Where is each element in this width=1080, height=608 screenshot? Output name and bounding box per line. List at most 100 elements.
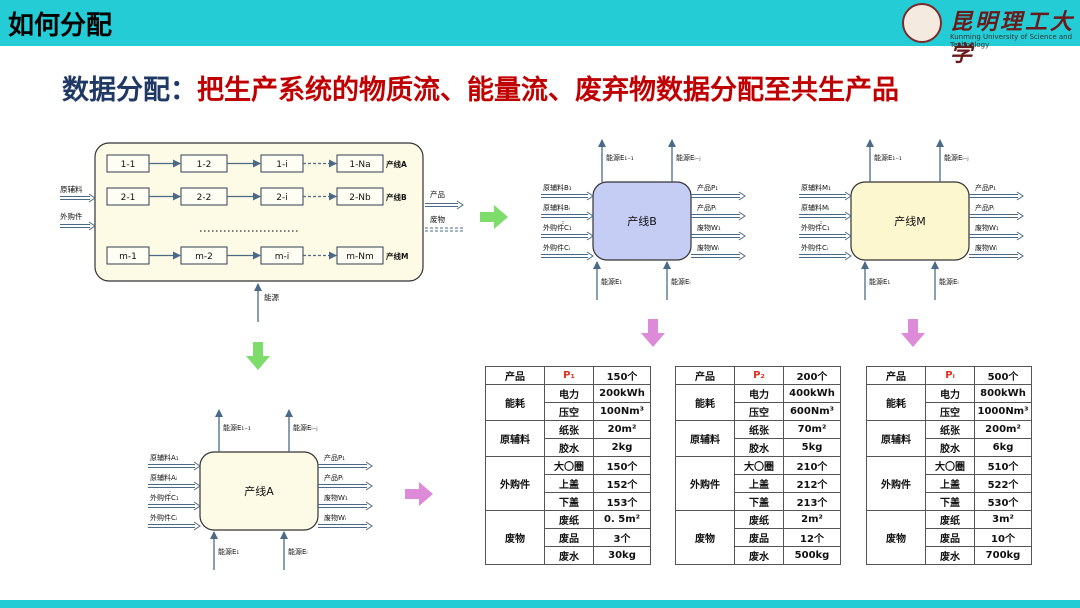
unitm-input-arrow-1-head — [844, 211, 852, 221]
product-header: 产品 — [675, 366, 735, 385]
item-cell: 废纸 — [734, 510, 784, 529]
category-cell: 能耗 — [675, 384, 735, 421]
energy-label: 能源 — [264, 292, 279, 302]
category-cell: 废物 — [675, 510, 735, 565]
value-cell: 3个 — [593, 528, 651, 547]
value-cell: 10个 — [974, 528, 1032, 547]
product-name: Pᵢ — [925, 366, 975, 385]
item-cell: 废品 — [544, 528, 594, 547]
process-box-2-Nb — [336, 187, 384, 206]
value-cell: 30kg — [593, 546, 651, 565]
subtitle-lead: 数据分配： — [62, 75, 197, 106]
value-cell: 5kg — [783, 438, 841, 457]
pink-arrow-down-m — [901, 319, 925, 347]
unit-box-a — [199, 451, 319, 531]
item-cell: 上盖 — [734, 474, 784, 493]
unitm-output-arrow-2-head — [1016, 231, 1024, 241]
unita-input-arrow-1-head — [193, 481, 201, 491]
unitm-input-label-3: 外购件Cᵢ — [801, 243, 828, 252]
unitm-input-arrow-3-head — [844, 251, 852, 261]
item-cell: 纸张 — [734, 420, 784, 439]
category-cell: 废物 — [866, 510, 926, 565]
unita-energy-top-label-1: 能源Eᵢ₋ⱼ — [293, 423, 318, 432]
item-cell: 废纸 — [544, 510, 594, 529]
item-cell: 压空 — [544, 402, 594, 421]
unitm-output-label-1: 产品Pᵢ — [975, 203, 994, 212]
unit-label-a: 产线A — [244, 484, 274, 498]
item-cell: 下盖 — [734, 492, 784, 511]
value-cell: 200kWh — [593, 384, 651, 403]
product-name: P₂ — [734, 366, 784, 385]
item-cell: 大〇圈 — [734, 456, 784, 475]
value-cell: 70m² — [783, 420, 841, 439]
input-raw-label: 原辅料 — [60, 184, 83, 194]
item-cell: 大〇圈 — [544, 456, 594, 475]
subtitle-text: 把生产系统的物质流、能量流、废弃物数据分配至共生产品 — [197, 75, 899, 106]
unitm-input-arrow-2-head — [844, 231, 852, 241]
category-cell: 废物 — [485, 510, 545, 565]
process-label-2-i: 2-i — [276, 193, 287, 203]
unitm-energy-top-label-1: 能源Eᵢ₋ⱼ — [944, 153, 969, 162]
process-label-1-2: 1-2 — [197, 160, 212, 170]
unitb-input-arrow-2-head — [586, 231, 594, 241]
value-cell: 500kg — [783, 546, 841, 565]
item-cell: 电力 — [925, 384, 975, 403]
line-label-2: 产线M — [386, 251, 408, 261]
output-product-label: 产品 — [430, 189, 445, 199]
value-cell: 700kg — [974, 546, 1032, 565]
value-cell: 200m² — [974, 420, 1032, 439]
input-purchased-label: 外购件 — [60, 211, 83, 221]
output-waste-label: 废物 — [430, 214, 445, 224]
unit-label-b: 产线B — [627, 214, 657, 228]
unitb-energy-bottom-label-0: 能源E₁ — [601, 277, 622, 286]
unitb-input-label-3: 外购件Cᵢ — [543, 243, 570, 252]
item-cell: 胶水 — [734, 438, 784, 457]
logo-name: 昆明理工大学 — [950, 9, 1076, 67]
unitm-input-label-1: 原辅料Mᵢ — [801, 203, 829, 212]
unita-input-arrow-0-head — [193, 461, 201, 471]
product-quantity: 500个 — [974, 366, 1032, 385]
item-cell: 下盖 — [925, 492, 975, 511]
unitm-energy-bottom-label-0: 能源E₁ — [869, 277, 890, 286]
item-cell: 胶水 — [544, 438, 594, 457]
pink-arrow-down-b — [641, 319, 665, 347]
unitm-energy-bottom-label-1: 能源Eᵢ — [939, 277, 959, 286]
process-box-m-Nm — [336, 246, 384, 265]
slide-subtitle: 数据分配：把生产系统的物质流、能量流、废弃物数据分配至共生产品 — [62, 68, 899, 107]
unit-box-b — [592, 181, 692, 261]
category-cell: 外购件 — [675, 456, 735, 511]
unitb-input-arrow-1-head — [586, 211, 594, 221]
unitb-output-arrow-2-head — [738, 231, 746, 241]
category-cell: 外购件 — [866, 456, 926, 511]
process-label-1-Na: 1-Na — [349, 160, 370, 170]
item-cell: 废品 — [734, 528, 784, 547]
unita-energy-bottom-label-0: 能源E₁ — [218, 547, 239, 556]
unita-output-arrow-2-head — [365, 501, 373, 511]
line-label-1: 产线B — [386, 192, 407, 202]
value-cell: 800kWh — [974, 384, 1032, 403]
unitb-input-label-0: 原辅料B₁ — [543, 183, 572, 192]
unita-output-label-2: 废物W₁ — [324, 493, 348, 502]
item-cell: 上盖 — [544, 474, 594, 493]
category-cell: 原辅料 — [675, 420, 735, 457]
unitb-energy-top-label-1: 能源Eᵢ₋ⱼ — [676, 153, 701, 162]
process-label-1-1: 1-1 — [121, 160, 136, 170]
item-cell: 废水 — [734, 546, 784, 565]
value-cell: 12个 — [783, 528, 841, 547]
green-arrow-down — [246, 342, 270, 370]
process-label-m-Nm: m-Nm — [346, 252, 374, 262]
unitm-output-label-2: 废物W₁ — [975, 223, 999, 232]
process-label-m-2: m-2 — [195, 252, 213, 262]
